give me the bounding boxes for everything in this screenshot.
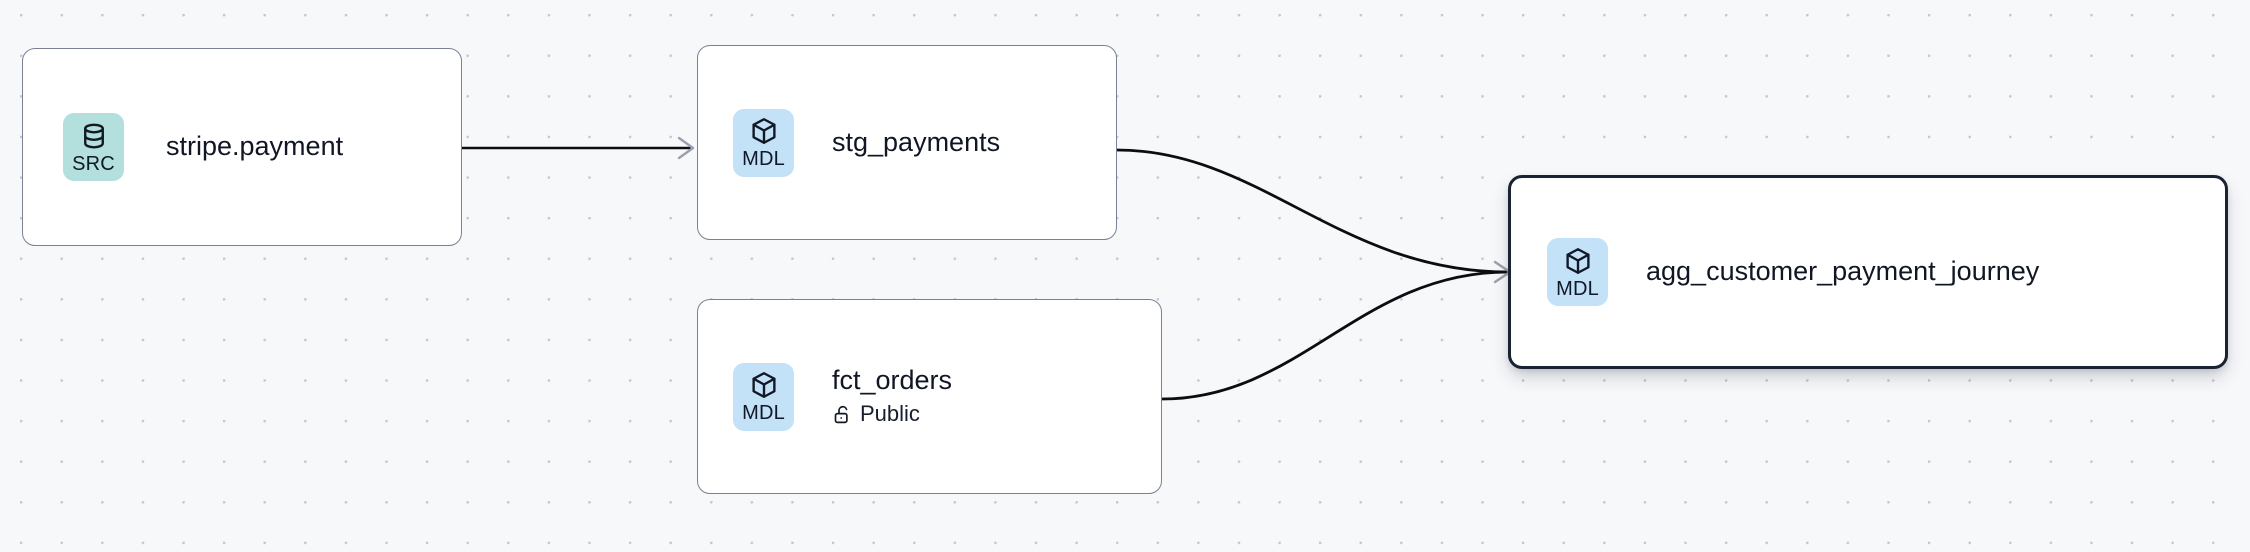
edge-stripe-to-stg <box>461 136 695 160</box>
model-badge: MDL <box>733 362 794 431</box>
badge-label: MDL <box>742 148 785 170</box>
visibility-label: Public <box>860 401 920 427</box>
cube-icon <box>1563 246 1593 276</box>
node-agg-customer-payment-journey[interactable]: MDL agg_customer_payment_journey <box>1508 175 2228 369</box>
cube-icon <box>749 370 779 400</box>
node-text: agg_customer_payment_journey <box>1646 256 2039 288</box>
badge-label: MDL <box>742 402 785 424</box>
badge-label: MDL <box>1556 277 1599 300</box>
node-text: stripe.payment <box>166 131 343 163</box>
database-icon <box>79 121 109 151</box>
badge-label: SRC <box>72 152 115 175</box>
model-badge: MDL <box>733 108 794 177</box>
node-text: stg_payments <box>832 127 1000 159</box>
node-text: fct_orders Public <box>832 365 952 427</box>
cube-icon <box>749 116 779 146</box>
model-badge: MDL <box>1547 238 1608 306</box>
node-fct-orders[interactable]: MDL fct_orders Public <box>697 299 1162 494</box>
node-visibility: Public <box>832 401 952 427</box>
edge-fct-to-agg <box>1161 270 1509 401</box>
node-title: agg_customer_payment_journey <box>1646 256 2040 287</box>
node-stripe-payment[interactable]: SRC stripe.payment <box>22 48 462 246</box>
node-title: fct_orders <box>832 365 953 396</box>
node-title: stripe.payment <box>166 131 344 162</box>
unlock-icon <box>832 404 853 425</box>
source-badge: SRC <box>63 113 124 181</box>
node-title: stg_payments <box>832 126 1001 157</box>
node-stg-payments[interactable]: MDL stg_payments <box>697 45 1117 240</box>
edge-stg-to-agg <box>1116 148 1509 274</box>
